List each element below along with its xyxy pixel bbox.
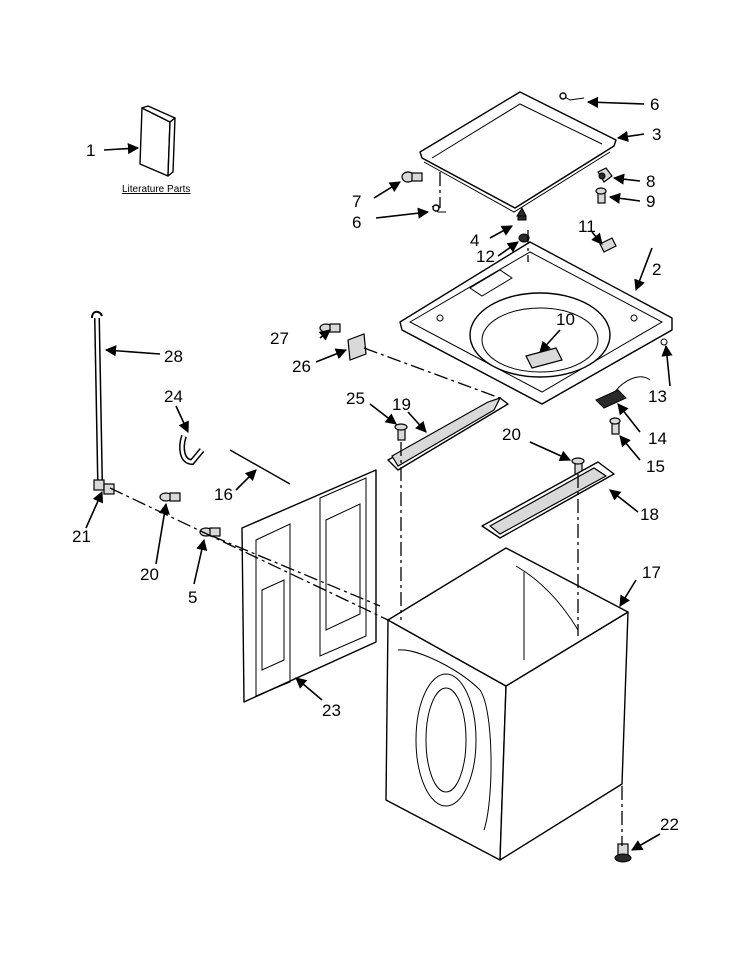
callout-18: 18 bbox=[640, 505, 659, 524]
callout-23: 23 bbox=[322, 701, 341, 720]
callout-25: 25 bbox=[346, 389, 365, 408]
top-panel bbox=[399, 241, 673, 405]
bracket-26 bbox=[347, 333, 367, 361]
rod bbox=[229, 449, 291, 485]
rear-bracket bbox=[387, 396, 509, 471]
alignment-lines bbox=[109, 172, 623, 846]
callout-20-left: 20 bbox=[140, 565, 159, 584]
callout-3: 3 bbox=[652, 125, 661, 144]
screw-5 bbox=[199, 527, 221, 537]
callout-1: 1 bbox=[86, 141, 95, 160]
callout-7: 7 bbox=[352, 192, 361, 211]
screw-15 bbox=[609, 417, 621, 435]
rear-panel bbox=[241, 469, 377, 703]
callout-24: 24 bbox=[164, 387, 183, 406]
callout-6-top: 6 bbox=[650, 95, 659, 114]
hose-clamp bbox=[103, 483, 115, 495]
screw-9 bbox=[595, 187, 607, 204]
callout-12: 12 bbox=[476, 247, 495, 266]
callout-5: 5 bbox=[188, 588, 197, 607]
bumper bbox=[516, 206, 527, 221]
callout-10: 10 bbox=[556, 310, 575, 329]
front-bracket bbox=[481, 461, 615, 539]
callout-11: 11 bbox=[578, 217, 596, 236]
callout-6-bottom: 6 bbox=[352, 213, 361, 232]
callout-20-right: 20 bbox=[502, 425, 521, 444]
callouts: 1 2 3 4 5 6 6 7 8 9 10 11 12 13 14 15 16… bbox=[72, 95, 679, 834]
leveling-foot bbox=[614, 843, 632, 863]
callout-9: 9 bbox=[646, 192, 655, 211]
callout-22: 22 bbox=[660, 815, 679, 834]
callout-27: 27 bbox=[270, 329, 289, 348]
nut bbox=[518, 233, 530, 243]
cabinet bbox=[385, 547, 629, 861]
screw-25 bbox=[394, 423, 408, 441]
literature-booklet bbox=[139, 105, 176, 177]
screw-20-left bbox=[159, 492, 181, 502]
lid-pin-bottom bbox=[431, 204, 446, 213]
callout-19: 19 bbox=[392, 395, 411, 414]
small-clip bbox=[660, 338, 668, 346]
lid-hinge-bracket bbox=[597, 167, 613, 183]
callout-16: 16 bbox=[214, 485, 233, 504]
lid bbox=[419, 91, 617, 213]
callout-8: 8 bbox=[646, 172, 655, 191]
callout-14: 14 bbox=[648, 429, 667, 448]
callout-4: 4 bbox=[470, 231, 479, 250]
literature-parts-label: Literature Parts bbox=[122, 184, 190, 195]
callout-13: 13 bbox=[648, 387, 667, 406]
callout-2: 2 bbox=[652, 260, 661, 279]
callout-26: 26 bbox=[292, 357, 311, 376]
lid-switch bbox=[595, 376, 651, 409]
lid-pin-top bbox=[559, 92, 585, 101]
callout-15: 15 bbox=[646, 457, 665, 476]
callout-21: 21 bbox=[72, 527, 91, 546]
hose-connector bbox=[179, 435, 205, 466]
hinge-bolt bbox=[401, 171, 423, 183]
screw-20-right bbox=[571, 457, 585, 475]
drain-hose bbox=[91, 310, 105, 491]
callout-17: 17 bbox=[642, 563, 661, 582]
callout-28: 28 bbox=[164, 347, 183, 366]
leader-arrows bbox=[85, 96, 673, 851]
clip bbox=[599, 237, 617, 253]
